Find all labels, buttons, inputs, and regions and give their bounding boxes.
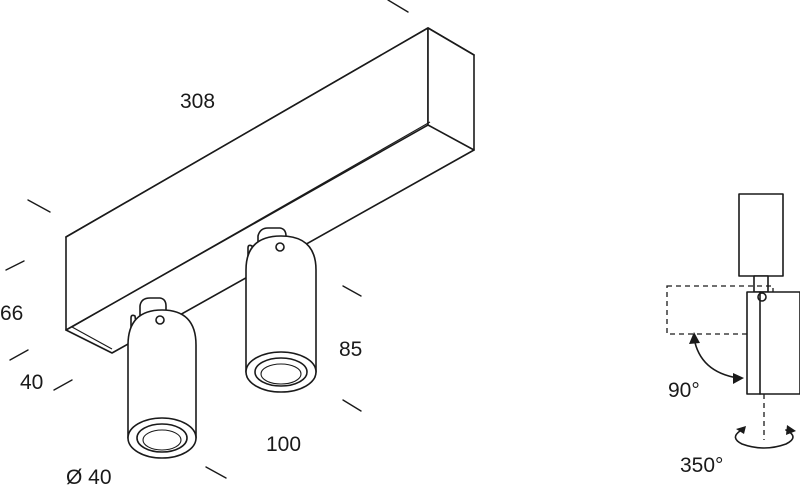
tilt-arrow-arc	[693, 337, 739, 379]
spot-front-screw	[155, 315, 165, 325]
rail-bottom-edge	[65, 149, 475, 354]
label-spot-height: 85	[339, 338, 362, 361]
label-length: 308	[180, 90, 215, 113]
pan-arrow-head	[736, 426, 746, 434]
dimension-labels: 308 66 40 85 100 Ø 40	[0, 90, 362, 489]
side-spot-body	[746, 291, 800, 395]
tilt-arrow-head-top	[689, 332, 700, 344]
pan-arrow-head-2	[786, 425, 796, 435]
rail-inner-lip	[71, 121, 431, 328]
tick-308-left	[27, 199, 51, 213]
tick-40-depth	[53, 379, 73, 391]
track-rail	[65, 27, 475, 354]
dimension-ticks	[5, 0, 409, 479]
side-connector	[753, 275, 769, 293]
spot-rear-lens-ring	[254, 357, 308, 387]
spotlight-rear	[245, 227, 317, 393]
tick-diameter	[205, 466, 227, 479]
label-height: 66	[0, 302, 23, 325]
spot-front-body	[127, 309, 197, 439]
label-spot-spacing: 100	[266, 433, 301, 456]
spot-front-lens-ring	[136, 423, 188, 453]
tick-308-right	[387, 0, 409, 13]
tilt-arrow-head-bottom	[733, 373, 744, 384]
label-tilt-angle: 90°	[668, 379, 700, 402]
spot-rear-body	[245, 235, 317, 373]
side-view: 90° 350°	[666, 193, 800, 477]
pan-arrow-ellipse	[734, 429, 794, 449]
tick-66-bottom	[9, 349, 29, 361]
tick-85-top	[342, 285, 362, 297]
label-depth: 40	[20, 371, 43, 394]
spotlight-front	[127, 297, 197, 459]
side-rail-section	[738, 193, 784, 277]
spot-rear-lens	[260, 363, 302, 385]
rail-end-face	[427, 27, 475, 151]
tick-66-top	[5, 260, 25, 271]
tick-85-bottom	[342, 399, 362, 412]
spot-front-lens	[142, 429, 182, 451]
rail-inner-lip-end	[71, 326, 113, 350]
side-pivot-screw	[757, 292, 767, 302]
label-pan-angle: 350°	[680, 454, 723, 477]
spot-rear-screw	[275, 242, 285, 252]
label-spot-diameter: Ø 40	[66, 466, 112, 489]
